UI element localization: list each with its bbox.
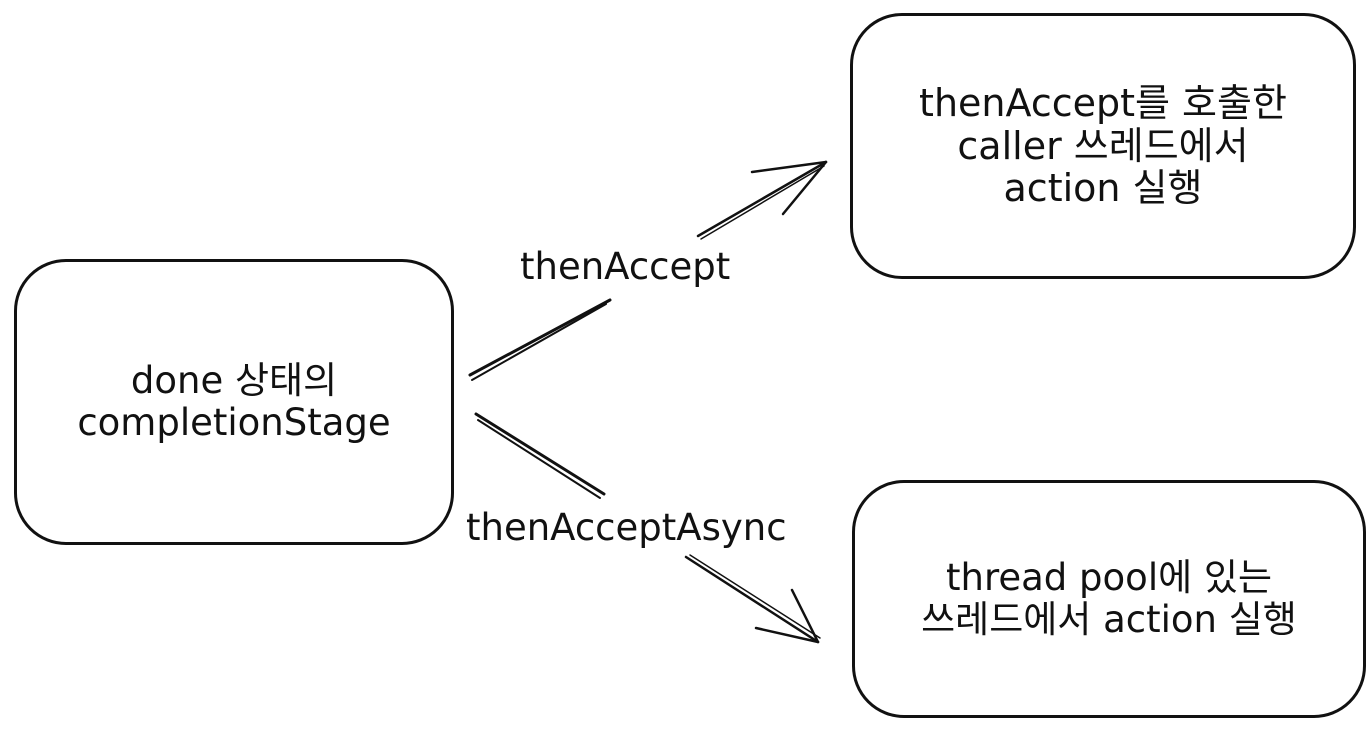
arrow-then-accept-async — [474, 412, 821, 644]
source-node-line-2: completionStage — [77, 401, 391, 444]
sync-node-line-3: action 실행 — [1003, 166, 1203, 211]
then-accept-label: thenAccept — [520, 245, 731, 288]
completion-stage-node: done 상태의 completionStage — [14, 259, 454, 545]
sync-node-line-1: thenAccept를 호출한 — [919, 80, 1287, 125]
source-node-line-1: done 상태의 — [130, 359, 338, 403]
async-node-line-2: 쓰레드에서 action 실행 — [921, 598, 1297, 641]
sync-node-line-2: caller 쓰레드에서 — [957, 123, 1249, 168]
arrow-then-accept — [468, 160, 828, 381]
thread-pool-node: thread pool에 있는 쓰레드에서 action 실행 — [852, 480, 1366, 718]
caller-thread-node: thenAccept를 호출한 caller 쓰레드에서 action 실행 — [850, 13, 1356, 279]
then-accept-async-label: thenAcceptAsync — [466, 506, 787, 549]
async-node-line-1: thread pool에 있는 — [946, 556, 1272, 600]
